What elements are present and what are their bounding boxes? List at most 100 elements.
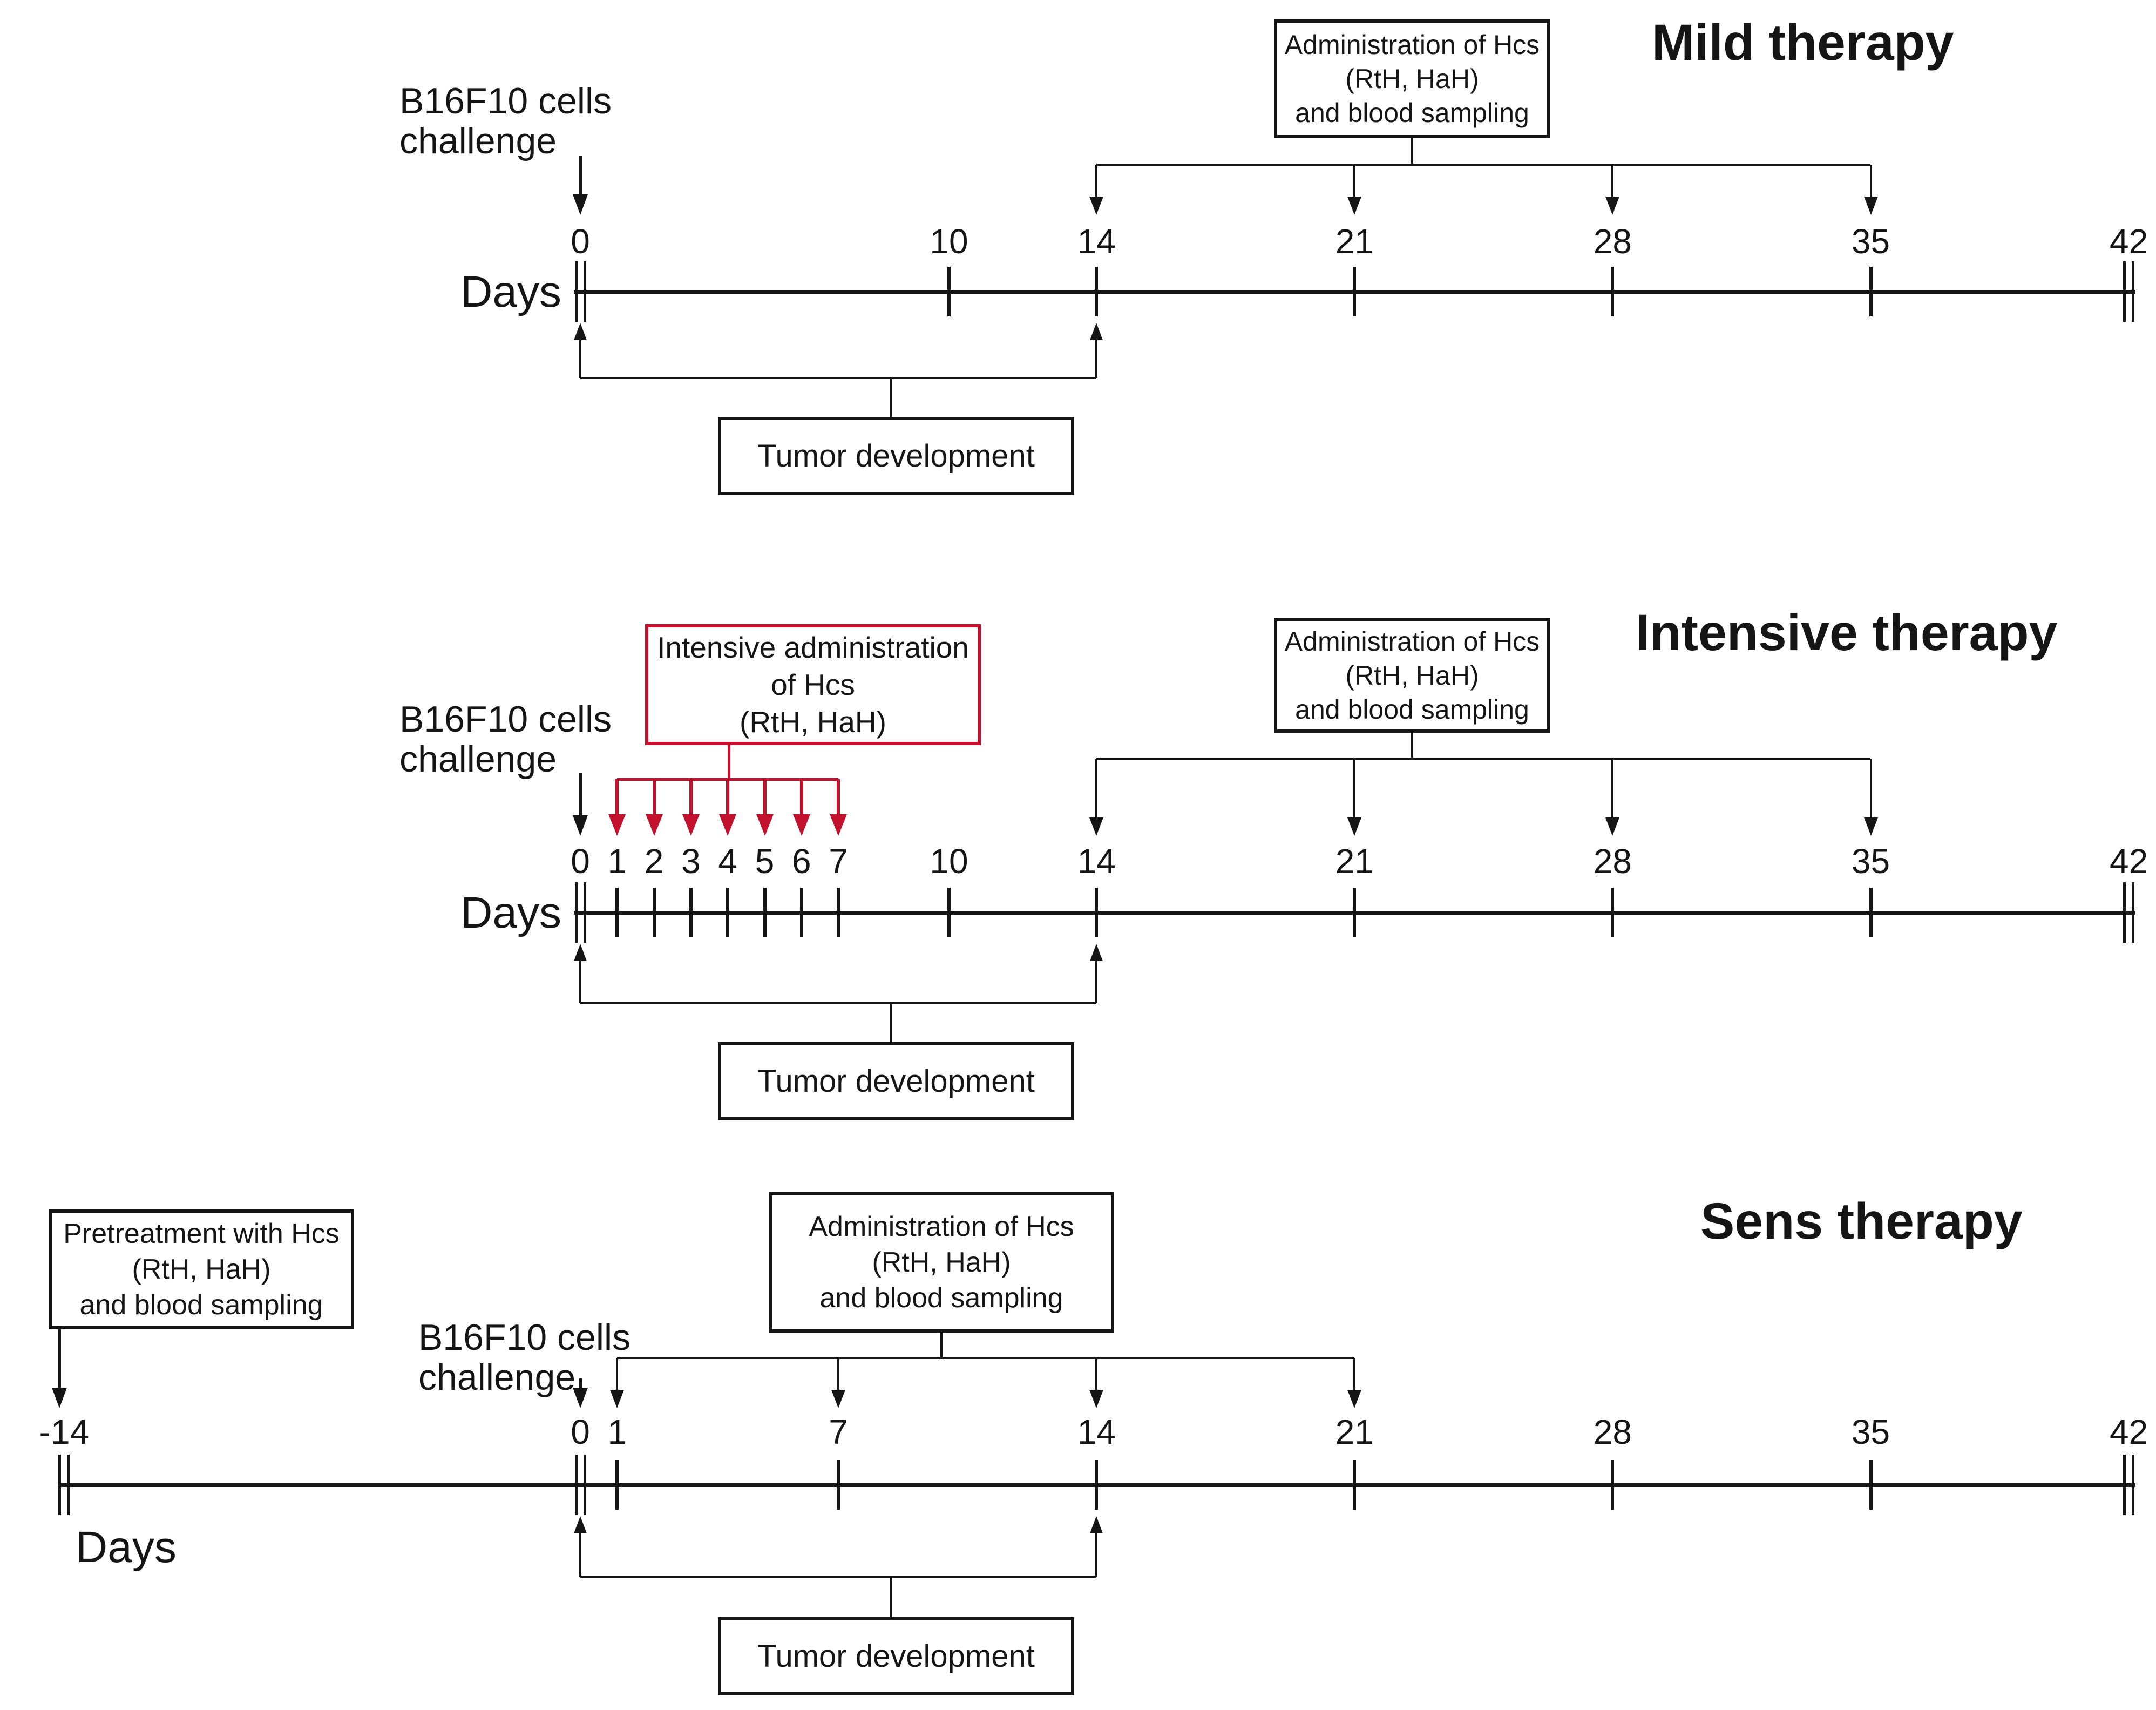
admin-arrow (837, 1358, 840, 1393)
tick-label: 42 (2110, 842, 2148, 881)
challenge-arrow (579, 156, 582, 198)
tumor-bracket (580, 1002, 1097, 1004)
axis-tick (947, 267, 951, 316)
tumor-bracket-stem (890, 1577, 892, 1617)
tick-label: 6 (792, 842, 811, 881)
axis-tick (763, 888, 767, 937)
challenge-arrow-head (573, 1388, 588, 1408)
tumor-box: Tumor development (718, 1042, 1074, 1120)
tumor-arrow (579, 958, 581, 1003)
tumor-box-label: Tumor development (757, 438, 1035, 474)
intensive-arrow-head (792, 814, 810, 836)
tick-label: 4 (718, 842, 737, 881)
tumor-arrow (1095, 958, 1098, 1003)
axis-double-tick (583, 261, 586, 322)
tick-label: 21 (1335, 842, 1374, 881)
admin-box-line: and blood sampling (1295, 97, 1529, 128)
admin-arrow-head (1863, 817, 1878, 836)
challenge-label: B16F10 cells (399, 80, 612, 121)
tick-label: -14 (39, 1412, 90, 1451)
panel-title: Mild therapy (1652, 14, 1954, 71)
admin-bracket (1096, 164, 1871, 166)
tick-label: 7 (829, 842, 848, 881)
admin-box-line: Administration of Hcs (809, 1211, 1074, 1242)
tumor-arrow (1095, 1530, 1098, 1577)
axis-tick (837, 888, 840, 937)
admin-arrow (1869, 165, 1872, 200)
axis-tick (1611, 1460, 1615, 1510)
admin-arrow (1611, 165, 1614, 200)
tumor-box-label: Tumor development (757, 1639, 1035, 1674)
panel-title: Sens therapy (1700, 1193, 2023, 1250)
admin-box-line: Administration of Hcs (1284, 626, 1540, 657)
challenge-label: B16F10 cells (418, 1317, 631, 1358)
axis-double-tick (58, 1455, 62, 1515)
admin-box-line: (RtH, HaH) (1345, 63, 1479, 94)
challenge-arrow (579, 773, 582, 819)
tumor-arrow (579, 337, 581, 378)
tick-label: 28 (1593, 842, 1632, 881)
tumor-bracket-stem (890, 1003, 892, 1042)
challenge-arrow-head (573, 815, 588, 836)
admin-box-line: (RtH, HaH) (1345, 660, 1479, 691)
tick-label: 3 (681, 842, 701, 881)
admin-arrow (1869, 759, 1872, 821)
tick-label: 0 (571, 222, 590, 261)
axis-tick (1095, 1460, 1099, 1510)
admin-box: Administration of Hcs(RtH, HaH)and blood… (1274, 19, 1550, 138)
admin-box-line: and blood sampling (819, 1282, 1063, 1314)
admin-arrow-head (1089, 1390, 1104, 1408)
tick-label: 35 (1851, 842, 1890, 881)
pretreat-arrow (58, 1329, 61, 1391)
axis-tick (1611, 267, 1615, 316)
tick-label: 10 (930, 222, 968, 261)
admin-arrow (1353, 1358, 1356, 1393)
tick-label: 2 (644, 842, 664, 881)
tick-label: 0 (571, 1412, 590, 1451)
axis-double-tick (2132, 882, 2135, 943)
admin-arrow-head (1863, 197, 1878, 215)
axis-tick (1869, 267, 1873, 316)
tick-label: 10 (930, 842, 968, 881)
intensive-box-line: of Hcs (771, 667, 855, 701)
admin-arrow (1095, 759, 1098, 821)
tick-label: 28 (1593, 222, 1632, 261)
admin-box: Administration of Hcs(RtH, HaH)and blood… (1274, 618, 1550, 733)
intensive-arrow (615, 779, 619, 817)
axis-double-tick (583, 882, 586, 943)
axis-tick (1353, 888, 1357, 937)
axis-tick (1869, 888, 1873, 937)
admin-arrow-head (1089, 817, 1104, 836)
intensive-arrow-head (608, 814, 626, 836)
axis-tick (615, 1460, 619, 1510)
intensive-arrow (652, 779, 656, 817)
days-axis-label: Days (460, 888, 561, 937)
axis-tick (799, 888, 803, 937)
admin-box-line: (RtH, HaH) (872, 1247, 1011, 1278)
admin-arrow-head (1347, 197, 1362, 215)
tick-label: 42 (2110, 222, 2148, 261)
intensive-arrow (689, 779, 693, 817)
axis-tick (1353, 1460, 1357, 1510)
axis-tick (615, 888, 619, 937)
axis-double-tick (2132, 1455, 2135, 1515)
admin-arrow-head (831, 1390, 846, 1408)
tick-label: 5 (755, 842, 775, 881)
intensive-arrow (837, 779, 840, 817)
axis-double-tick (574, 1455, 578, 1515)
panel-title: Intensive therapy (1636, 604, 2058, 661)
tumor-box-label: Tumor development (757, 1064, 1035, 1099)
tick-label: 14 (1077, 222, 1116, 261)
admin-box-line: Administration of Hcs (1284, 29, 1540, 60)
axis-tick (1353, 267, 1357, 316)
axis-tick (947, 888, 951, 937)
tick-label: 14 (1077, 842, 1116, 881)
admin-arrow (1611, 759, 1614, 821)
tick-label: 35 (1851, 222, 1890, 261)
tick-label: 21 (1335, 1412, 1374, 1451)
axis-double-tick (67, 1455, 70, 1515)
